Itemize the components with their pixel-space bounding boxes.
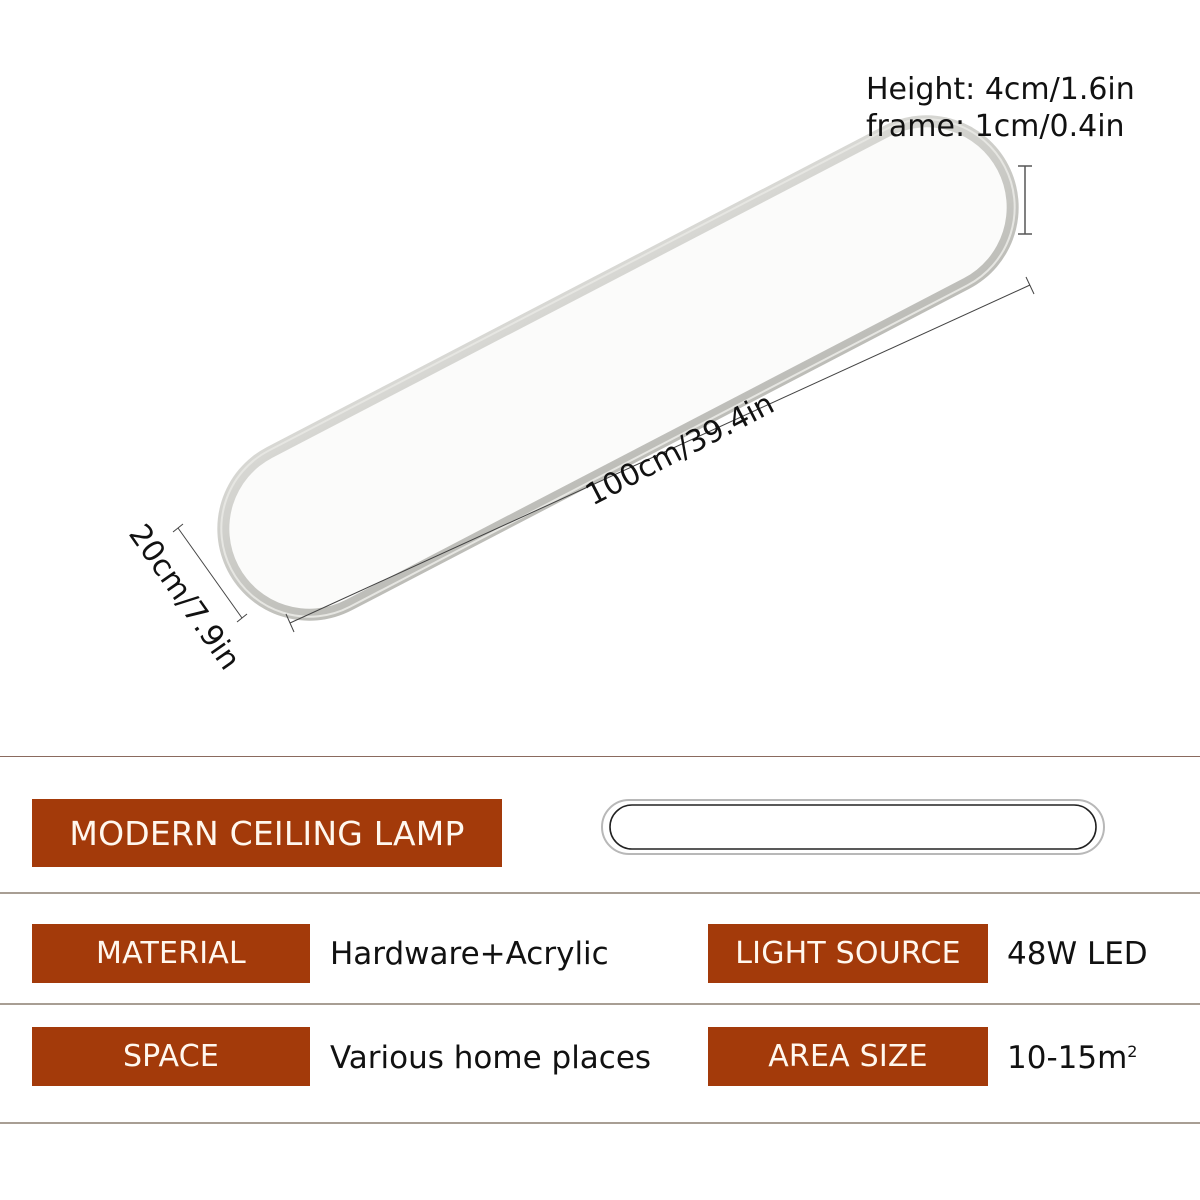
rule-3	[0, 1003, 1200, 1005]
rule-bottom	[0, 1122, 1200, 1124]
lamp-front-thumbnail	[601, 799, 1105, 855]
lamp-dimension-diagram: Height: 4cm/1.6in frame: 1cm/0.4in 100cm…	[121, 72, 1135, 677]
spec-label-area-size: AREA SIZE	[708, 1027, 988, 1086]
spec-value-material: Hardware+Acrylic	[330, 936, 609, 972]
rule-top	[0, 756, 1200, 757]
spec-value-light-source: 48W LED	[1007, 936, 1148, 972]
spec-label-space: SPACE	[32, 1027, 310, 1086]
superscript-two: 2	[1127, 1042, 1138, 1061]
frame-label: frame: 1cm/0.4in	[866, 109, 1125, 144]
lamp-perspective-illustration	[172, 115, 1035, 633]
product-title: MODERN CEILING LAMP	[69, 813, 465, 853]
height-label: Height: 4cm/1.6in	[866, 72, 1135, 107]
rule-2	[0, 892, 1200, 894]
spec-label-light-source: LIGHT SOURCE	[708, 924, 988, 983]
spec-value-space: Various home places	[330, 1040, 652, 1076]
spec-label-material: MATERIAL	[32, 924, 310, 983]
spec-value-area-size: 10-15m2	[1007, 1040, 1138, 1076]
product-title-badge: MODERN CEILING LAMP	[32, 799, 502, 867]
